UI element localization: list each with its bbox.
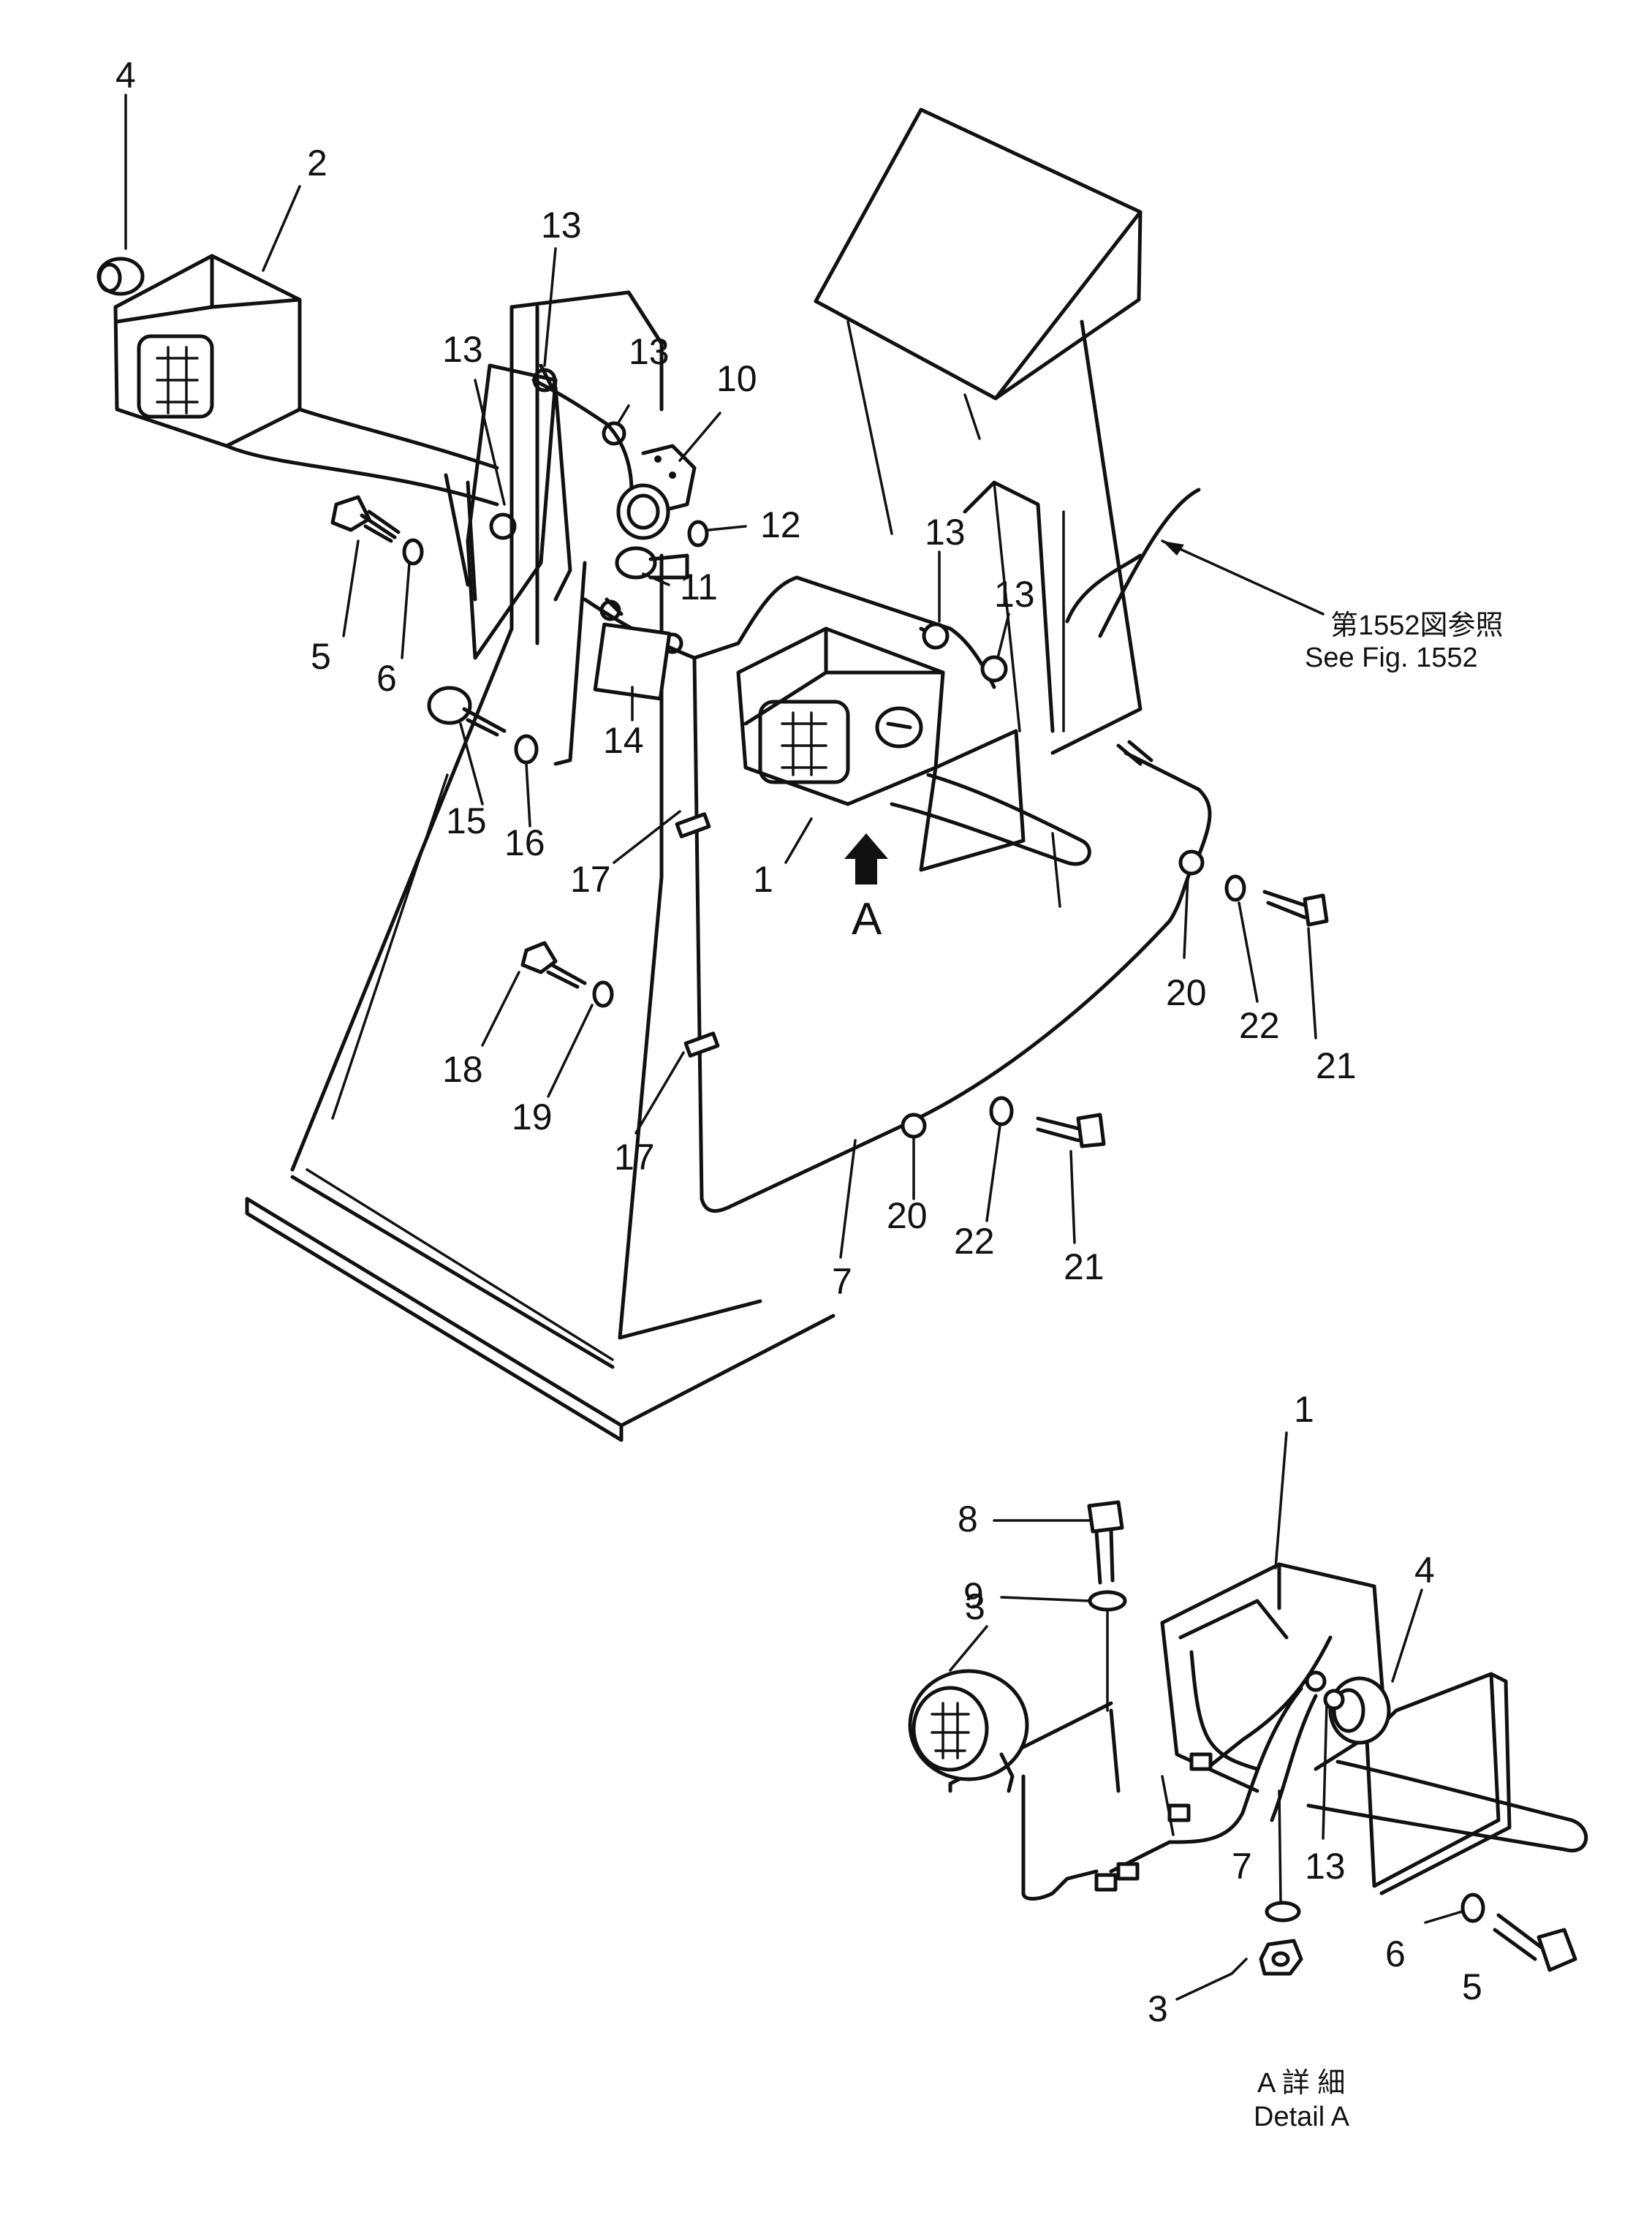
- callout-6: 6: [376, 658, 397, 699]
- bolt-21-lower: [1036, 1113, 1106, 1148]
- callout-5: 5: [311, 636, 331, 677]
- callout-20: 20: [887, 1195, 928, 1236]
- callout-13: 13: [541, 205, 582, 246]
- washer-19: [592, 980, 614, 1008]
- view-marker-a: A: [852, 894, 882, 944]
- bolt-21-right: [1262, 890, 1329, 927]
- washer-12: [687, 520, 709, 548]
- callout-numbers: 4 2 13 13 13 10 12 11 13 13 5 6 14 15 16…: [115, 55, 1482, 2029]
- leader-lines: [124, 94, 1463, 2001]
- callout-12: 12: [760, 504, 801, 545]
- detail-caption-en: Detail A: [1254, 2102, 1350, 2132]
- reference-arrow: [1161, 539, 1325, 615]
- view-arrow-a: A: [844, 833, 888, 944]
- reference-note-jp: 第1552図参照: [1330, 610, 1504, 641]
- callout-20: 20: [1166, 972, 1207, 1013]
- callout-18: 18: [442, 1049, 483, 1090]
- washer-6-main: [402, 538, 424, 566]
- reference-note-en: See Fig. 1552: [1305, 643, 1478, 673]
- callout-2: 2: [307, 143, 327, 183]
- callout-1: 1: [753, 859, 773, 900]
- callout-1: 1: [1294, 1389, 1314, 1430]
- callout-7: 7: [1232, 1846, 1252, 1887]
- bolt-18: [520, 941, 587, 989]
- callout-13: 13: [994, 574, 1035, 615]
- work-lamp-2: [113, 254, 499, 602]
- callout-8: 8: [958, 1499, 978, 1539]
- callout-14: 14: [603, 720, 644, 761]
- callout-5: 5: [1462, 1966, 1482, 2007]
- callout-22: 22: [954, 1221, 995, 1262]
- callout-13: 13: [1305, 1846, 1346, 1887]
- bolt-5-main: [330, 495, 401, 543]
- callout-19: 19: [512, 1096, 553, 1137]
- horn-part-10: [616, 444, 697, 540]
- bracket-plate: [466, 363, 634, 660]
- callout-3: 3: [965, 1586, 985, 1627]
- callout-3: 3: [1148, 1988, 1168, 2029]
- callout-15: 15: [446, 800, 487, 841]
- callout-13: 13: [442, 329, 483, 370]
- callout-17: 17: [614, 1137, 655, 1178]
- work-lamp-1: [736, 626, 1091, 872]
- washer-16: [514, 734, 539, 765]
- callout-6: 6: [1385, 1933, 1406, 1974]
- callout-21: 21: [1316, 1045, 1357, 1086]
- wire-harness-7: [553, 561, 1212, 1213]
- washer-22-right: [1224, 874, 1246, 902]
- callout-17: 17: [570, 859, 611, 900]
- callout-13: 13: [925, 512, 966, 553]
- callout-9: 9: [963, 1575, 984, 1616]
- callout-4: 4: [1414, 1550, 1435, 1591]
- detail-caption-jp: A 詳 細: [1257, 2068, 1345, 2099]
- callout-22: 22: [1239, 1005, 1280, 1046]
- bolt-15: [427, 686, 507, 737]
- washer-22-lower: [989, 1096, 1014, 1126]
- callout-10: 10: [716, 358, 757, 399]
- callout-21: 21: [1064, 1246, 1105, 1287]
- callout-16: 16: [504, 822, 545, 863]
- detail-a-view: [908, 1500, 1588, 1976]
- callout-7: 7: [832, 1261, 852, 1302]
- console-structure: [245, 107, 1201, 1442]
- bolt-11: [615, 546, 689, 580]
- callout-13: 13: [629, 331, 670, 372]
- callout-11: 11: [680, 567, 718, 607]
- lamp-4-small-top: [96, 257, 145, 296]
- tag-plate-14: [593, 622, 672, 701]
- callout-4: 4: [115, 55, 136, 96]
